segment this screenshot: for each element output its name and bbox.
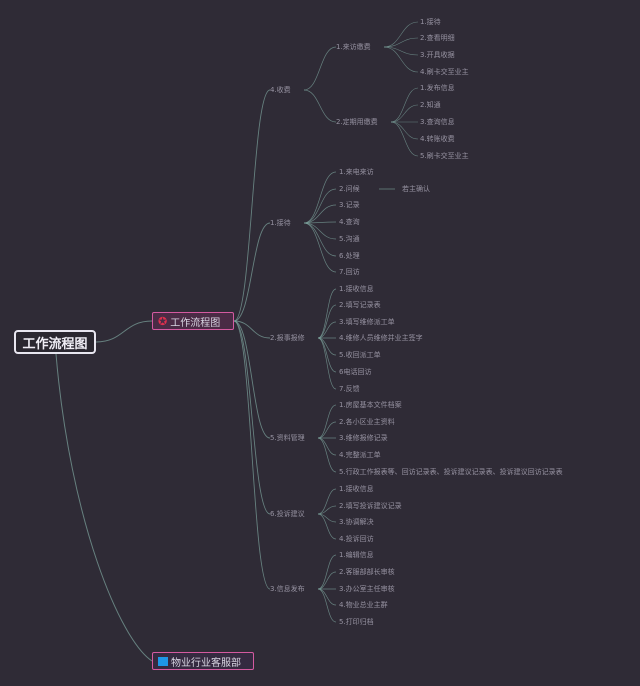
node-label[interactable]: 6.处理 bbox=[339, 252, 360, 260]
connector-line bbox=[317, 588, 337, 623]
connector-line bbox=[303, 89, 337, 123]
connector-line bbox=[233, 320, 271, 339]
node-label[interactable]: 2.定期用缴费 bbox=[336, 118, 378, 126]
node-label[interactable]: 4.查询 bbox=[339, 218, 360, 226]
connector-line bbox=[55, 353, 153, 662]
node-label[interactable]: 6.投诉建议 bbox=[270, 510, 305, 518]
node-label[interactable]: 3.查询信息 bbox=[420, 118, 455, 126]
connector-line bbox=[317, 337, 337, 390]
connector-line bbox=[317, 505, 337, 515]
node-label[interactable]: 4.投诉回访 bbox=[339, 535, 374, 543]
connector-line bbox=[390, 121, 419, 140]
node-label[interactable]: 2.知通 bbox=[420, 101, 441, 109]
node-label[interactable]: 2.查看明细 bbox=[420, 34, 455, 42]
node-label[interactable]: 5.收回派工单 bbox=[339, 351, 381, 359]
node-label[interactable]: 3.开具收据 bbox=[420, 51, 455, 59]
node-label[interactable]: 4.转账收费 bbox=[420, 135, 455, 143]
node-label[interactable]: 3.办公室主任审核 bbox=[339, 585, 395, 593]
connector-line bbox=[317, 337, 337, 373]
connector-line bbox=[317, 321, 337, 339]
node-label[interactable]: 5.资料管理 bbox=[270, 434, 305, 442]
node-label[interactable]: 1.房屋基本文件档案 bbox=[339, 401, 402, 409]
connector-line bbox=[303, 222, 337, 257]
node-label[interactable]: 3.协调解决 bbox=[339, 518, 374, 526]
main-node-customer-service[interactable]: 物业行业客服部 bbox=[152, 652, 254, 670]
node-label[interactable]: 1.来访缴费 bbox=[336, 43, 371, 51]
node-label[interactable]: 4.物业总业主群 bbox=[339, 601, 388, 609]
connector-line bbox=[233, 320, 271, 439]
node-label[interactable]: 2.填写记录表 bbox=[339, 301, 381, 309]
node-label[interactable]: 6电话回访 bbox=[339, 368, 372, 376]
connector-line bbox=[317, 288, 337, 339]
node-label[interactable]: 2.问候 bbox=[339, 185, 360, 193]
connector-line bbox=[303, 171, 337, 224]
main-node-label: 物业行业客服部 bbox=[171, 657, 241, 669]
connector-line bbox=[317, 571, 337, 590]
connector-line bbox=[233, 89, 271, 322]
connector-line bbox=[383, 21, 419, 48]
node-label[interactable]: 5.刷卡交至业主 bbox=[420, 152, 469, 160]
connector-line bbox=[317, 421, 337, 439]
node-label[interactable]: 1.接收信息 bbox=[339, 485, 374, 493]
node-label[interactable]: 1.接待 bbox=[270, 219, 291, 227]
connector-line bbox=[390, 104, 419, 123]
connector-line bbox=[303, 46, 337, 91]
connector-line bbox=[317, 437, 337, 473]
node-label[interactable]: 1.接待 bbox=[420, 18, 441, 26]
node-label[interactable]: 1.来电来访 bbox=[339, 168, 374, 176]
node-label[interactable]: 5.打印归档 bbox=[339, 618, 374, 626]
flag-icon bbox=[158, 656, 168, 666]
connector-line bbox=[390, 87, 419, 123]
connector-line bbox=[317, 513, 337, 540]
node-label[interactable]: 1.编辑信息 bbox=[339, 551, 374, 559]
node-label[interactable]: 4.刷卡交至业主 bbox=[420, 68, 469, 76]
node-label[interactable]: 7.回访 bbox=[339, 268, 360, 276]
node-label[interactable]: 2.客服部部长审核 bbox=[339, 568, 395, 576]
node-label[interactable]: 2.填写投诉建议记录 bbox=[339, 502, 402, 510]
node-label[interactable]: 2.报事报修 bbox=[270, 334, 305, 342]
main-node-label: 工作流程图 bbox=[170, 317, 221, 329]
node-label[interactable]: 1.接收信息 bbox=[339, 285, 374, 293]
connector-line bbox=[317, 304, 337, 339]
connector-line bbox=[317, 488, 337, 515]
node-label[interactable]: 5.行政工作报表等、回访记录表、投诉建议记录表、投诉建议回访记录表 bbox=[339, 468, 563, 476]
connector-line bbox=[303, 222, 337, 240]
node-label[interactable]: 7.反馈 bbox=[339, 385, 360, 393]
connector-line bbox=[317, 404, 337, 439]
main-node-workflow[interactable]: ✪ 工作流程图 bbox=[152, 312, 234, 330]
node-label[interactable]: 4.完整派工单 bbox=[339, 451, 381, 459]
connector-line bbox=[233, 222, 271, 322]
connector-line bbox=[317, 337, 337, 356]
node-label[interactable]: 4.收费 bbox=[270, 86, 291, 94]
connector-line bbox=[303, 204, 337, 224]
connector-line bbox=[233, 320, 271, 590]
node-label[interactable]: 4.维修人员维修并业主签字 bbox=[339, 334, 423, 342]
connector-line bbox=[383, 46, 419, 73]
connector-line bbox=[390, 121, 419, 157]
connector-line bbox=[303, 188, 337, 224]
root-node[interactable]: 工作流程图 bbox=[14, 330, 96, 354]
node-label[interactable]: 5.沟通 bbox=[339, 235, 360, 243]
star-icon: ✪ bbox=[158, 314, 168, 328]
connector-line bbox=[317, 588, 337, 606]
connector-line bbox=[317, 554, 337, 590]
connector-line bbox=[233, 320, 271, 515]
connector-line bbox=[303, 222, 337, 273]
connector-line bbox=[95, 320, 153, 343]
node-label[interactable]: 2.各小区业主资料 bbox=[339, 418, 395, 426]
node-label[interactable]: 3.维修报修记录 bbox=[339, 434, 388, 442]
node-label[interactable]: 1.发布信息 bbox=[420, 84, 455, 92]
node-label[interactable]: 3.填写维修派工单 bbox=[339, 318, 395, 326]
connector-line bbox=[317, 437, 337, 456]
node-label[interactable]: 3.记录 bbox=[339, 201, 360, 209]
node-label[interactable]: 3.信息发布 bbox=[270, 585, 305, 593]
connector-line bbox=[383, 37, 419, 48]
node-label[interactable]: 若主确认 bbox=[402, 185, 430, 193]
